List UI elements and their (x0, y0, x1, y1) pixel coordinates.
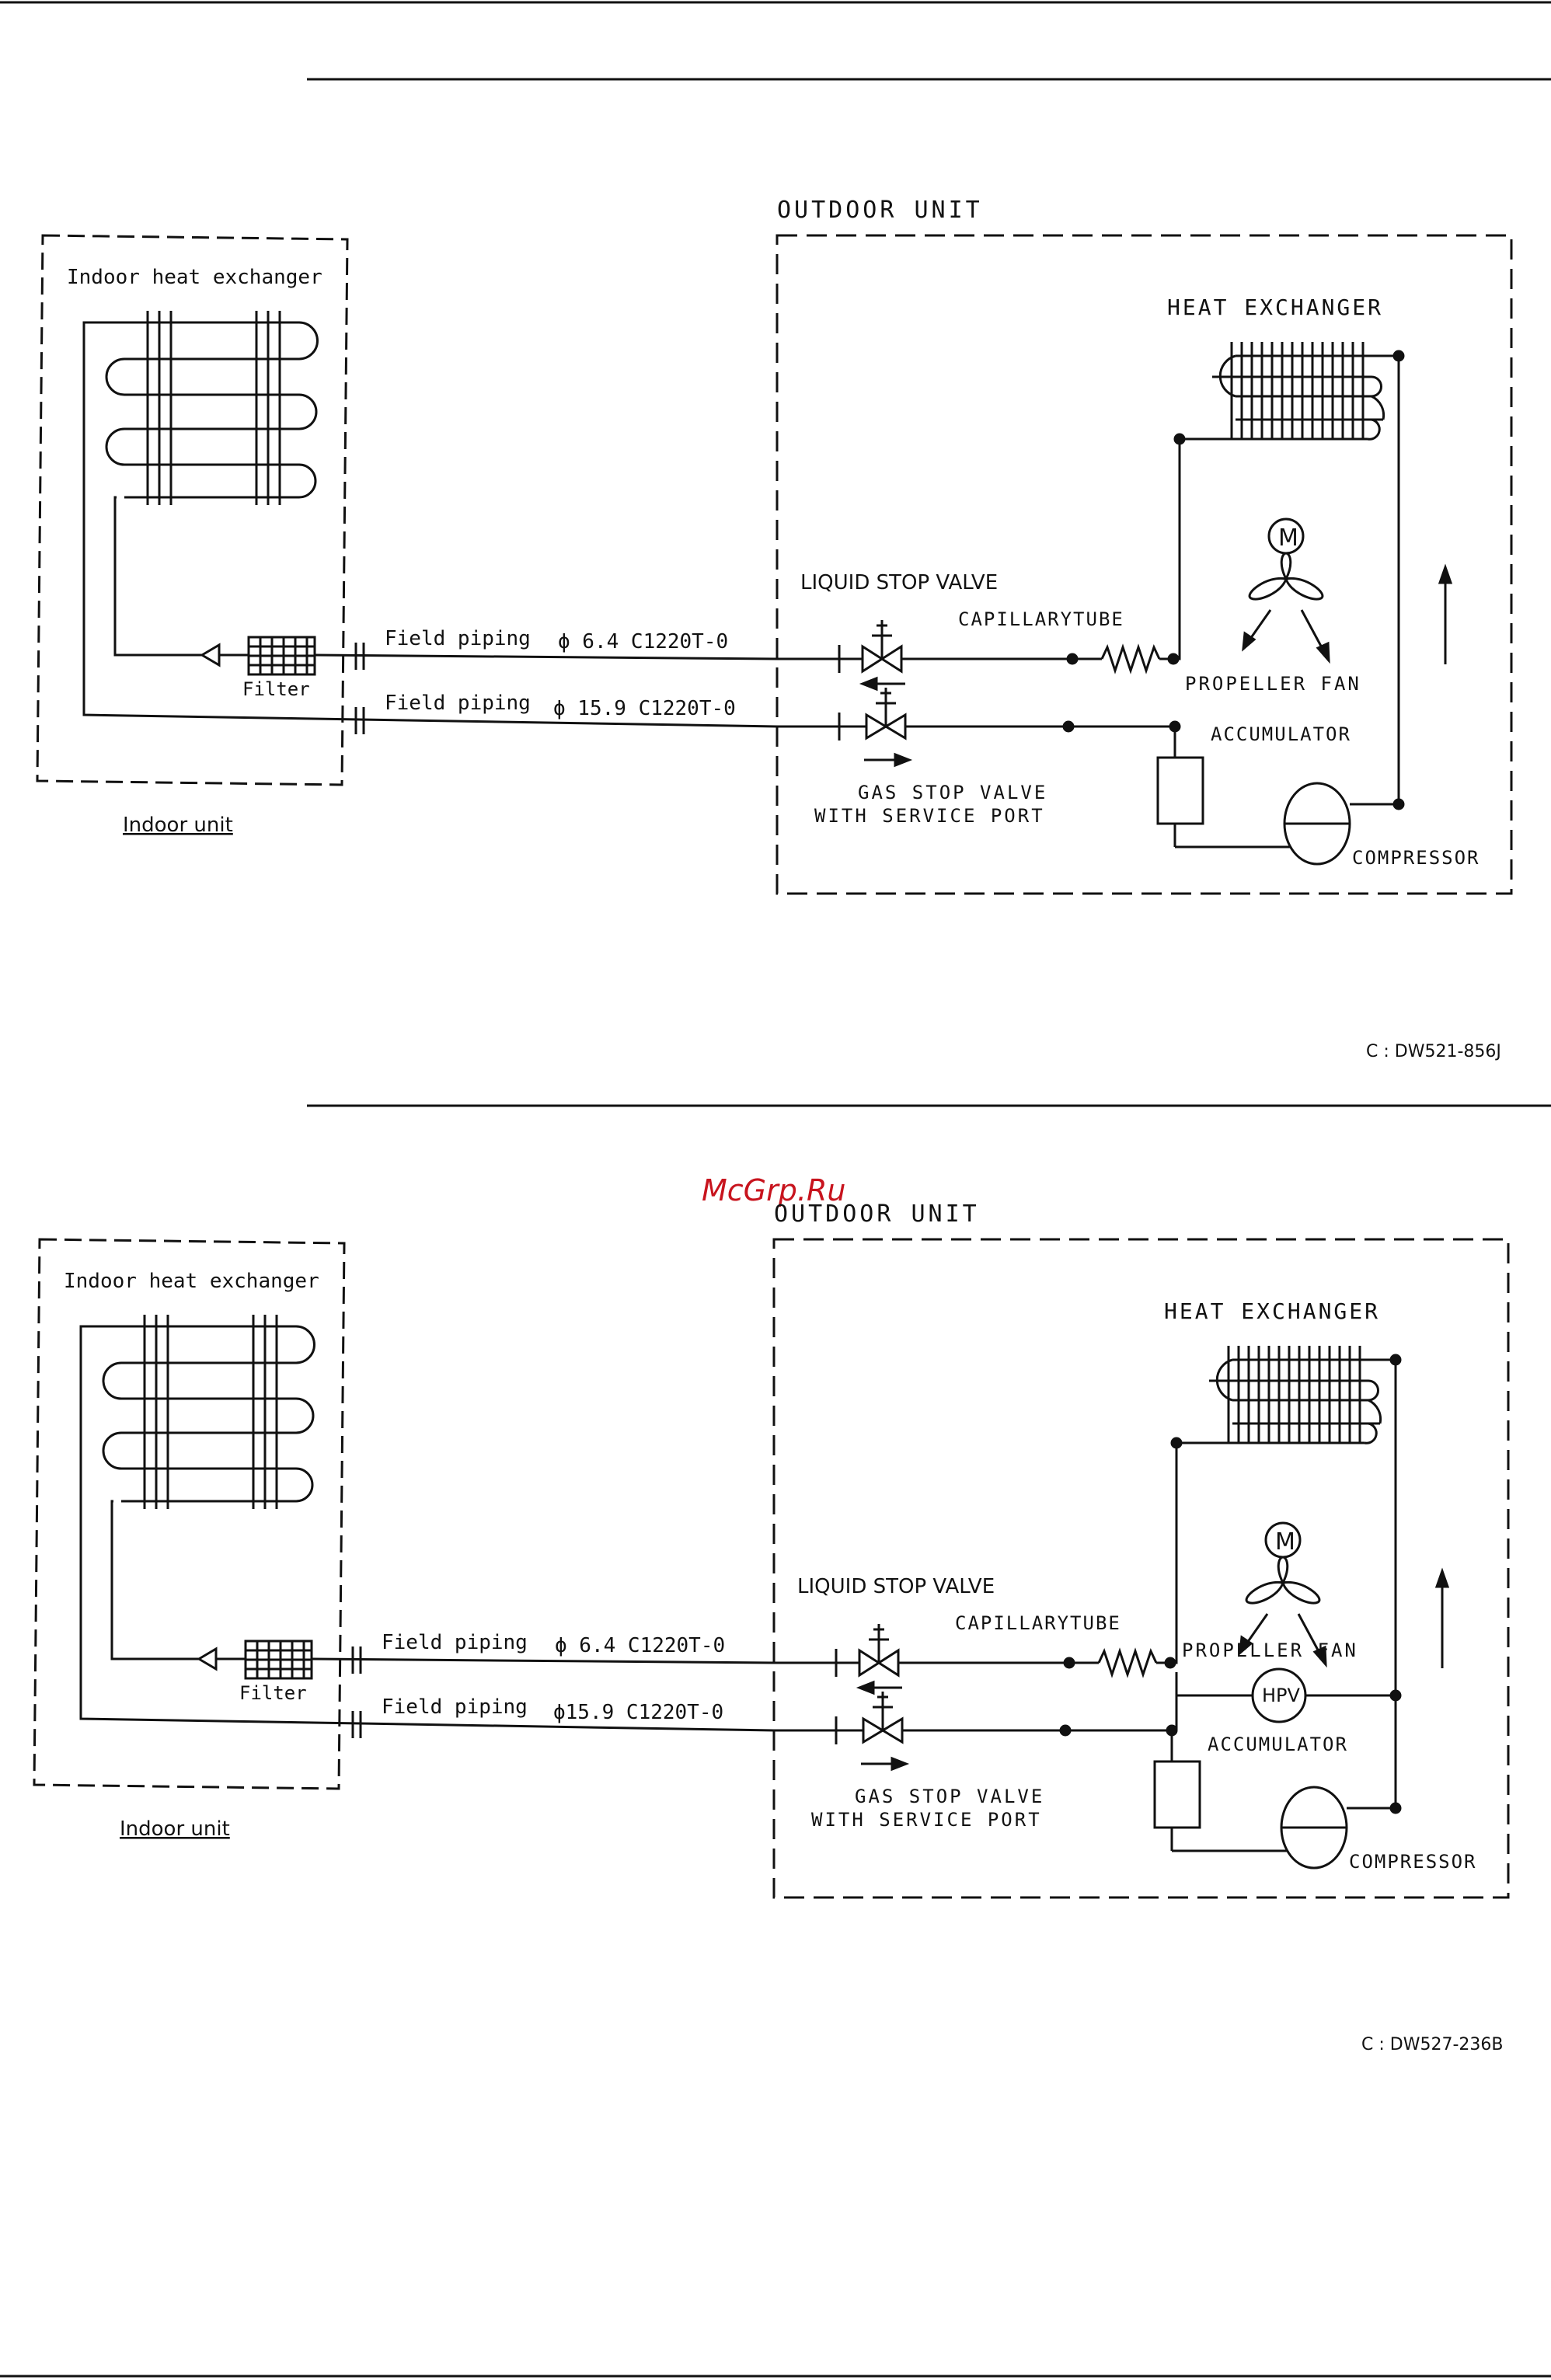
capillary-tube-icon (1100, 643, 1161, 674)
accumulator-icon (1156, 756, 1204, 825)
outdoor-unit-label: OUTDOOR UNIT (774, 1200, 980, 1228)
filter-icon (247, 636, 316, 676)
filter-label: Filter (239, 1682, 307, 1704)
indoor-unit-label: Indoor unit (120, 1817, 230, 1841)
outdoor-unit-box (776, 234, 1513, 895)
watermark: McGrp.Ru (702, 1173, 845, 1207)
gas-pipe-size-label: ϕ 15.9 C1220T-0 (553, 697, 736, 720)
service-port-label: WITH SERVICE PORT (811, 1809, 1042, 1831)
heat-exchanger-label: HEAT EXCHANGER (1167, 294, 1383, 320)
gas-field-piping-label: Field piping (385, 692, 531, 715)
drawing-code-2: C : DW527-236B (1361, 2035, 1503, 2054)
liquid-pipe-size-label: ϕ 6.4 C1220T-0 (555, 1634, 725, 1657)
liquid-field-piping-label: Field piping (382, 1631, 528, 1654)
liquid-field-piping-label: Field piping (385, 627, 531, 650)
propeller-fan-label: PROPELLER FAN (1185, 673, 1361, 695)
filter-label: Filter (242, 678, 310, 700)
drawing-code-1: C : DW521-856J (1366, 1042, 1501, 1061)
capillary-tube-label: CAPILLARYTUBE (955, 1612, 1121, 1634)
gas-pipe-size-label: ϕ15.9 C1220T-0 (553, 1701, 723, 1724)
propeller-fan-label: PROPELLER FAN (1182, 1640, 1358, 1661)
accumulator-label: ACCUMULATOR (1211, 723, 1351, 745)
diagram-2-labels: Indoor heat exchanger Filter Indoor unit… (64, 1200, 1503, 2054)
indoor-gas-line (82, 321, 778, 728)
liquid-field-pipe (314, 653, 778, 660)
accumulator-label: ACCUMULATOR (1208, 1734, 1348, 1755)
indoor-unit-box (36, 234, 349, 786)
gas-field-piping-label: Field piping (382, 1695, 528, 1719)
motor-label: M (1278, 524, 1298, 552)
hpv-label: HPV (1262, 1685, 1301, 1706)
indoor-liquid-line (113, 496, 202, 657)
service-port-label: WITH SERVICE PORT (814, 805, 1045, 827)
compressor-label: COMPRESSOR (1352, 847, 1480, 869)
gas-stop-valve-label: GAS STOP VALVE (858, 782, 1047, 803)
indoor-coil (105, 311, 319, 505)
outdoor-unit-label: OUTDOOR UNIT (777, 197, 983, 224)
indoor-heat-exchanger-label: Indoor heat exchanger (67, 266, 322, 289)
outdoor-heat-exchanger-icon (1212, 342, 1399, 441)
liquid-stop-valve-label: LIQUID STOP VALVE (800, 571, 998, 594)
indoor-heat-exchanger-label: Indoor heat exchanger (64, 1270, 319, 1293)
liquid-pipe-size-label: ϕ 6.4 C1220T-0 (558, 630, 728, 653)
heat-exchanger-label: HEAT EXCHANGER (1164, 1298, 1380, 1324)
gas-stop-valve-icon (865, 688, 907, 740)
distributor-icon (200, 643, 221, 667)
indoor-unit-label: Indoor unit (123, 814, 233, 837)
motor-label: M (1275, 1528, 1295, 1556)
liquid-stop-valve-label: LIQUID STOP VALVE (797, 1575, 995, 1598)
diagram-1 (36, 234, 1513, 895)
compressor-label: COMPRESSOR (1349, 1851, 1477, 1873)
diagram-1-labels: Indoor heat exchanger Filter Indoor unit… (67, 197, 1501, 1061)
diagram-2 (33, 1238, 1510, 1899)
propeller-fan-icon (1242, 552, 1330, 664)
capillary-tube-label: CAPILLARYTUBE (958, 608, 1124, 630)
liquid-stop-valve-icon (861, 620, 903, 674)
gas-stop-valve-label: GAS STOP VALVE (855, 1786, 1044, 1807)
